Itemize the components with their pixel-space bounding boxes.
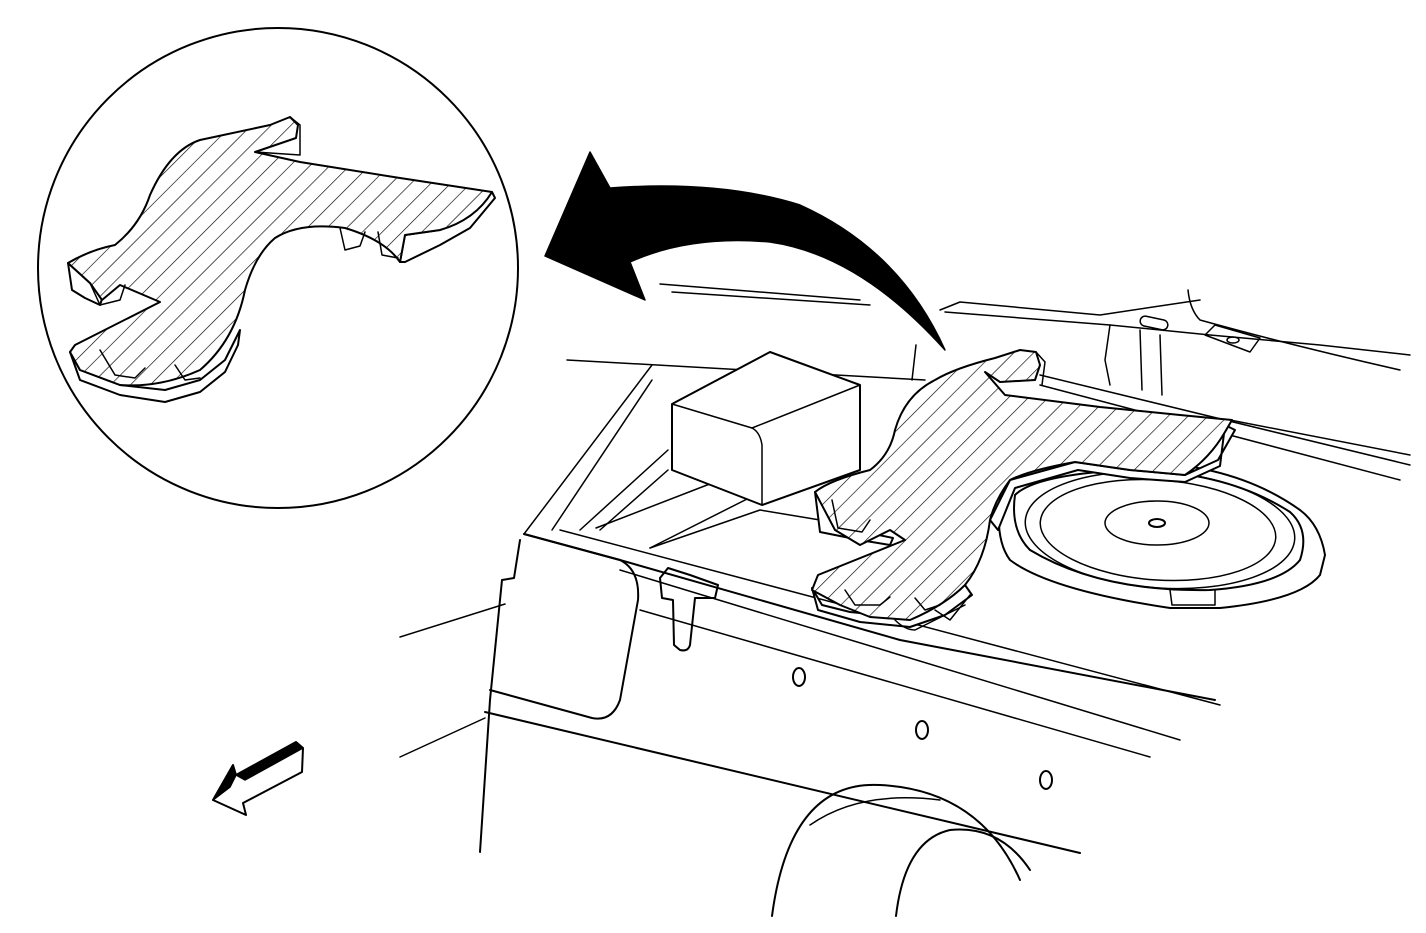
control-module-box — [671, 351, 861, 506]
front-of-vehicle-arrow — [212, 741, 304, 816]
curved-removal-arrow — [544, 151, 946, 351]
installed-insulator — [811, 349, 1236, 631]
vehicle-body-panels — [399, 283, 1221, 917]
magnified-view-of-insulator — [37, 27, 519, 509]
rear-speaker — [997, 460, 1326, 609]
